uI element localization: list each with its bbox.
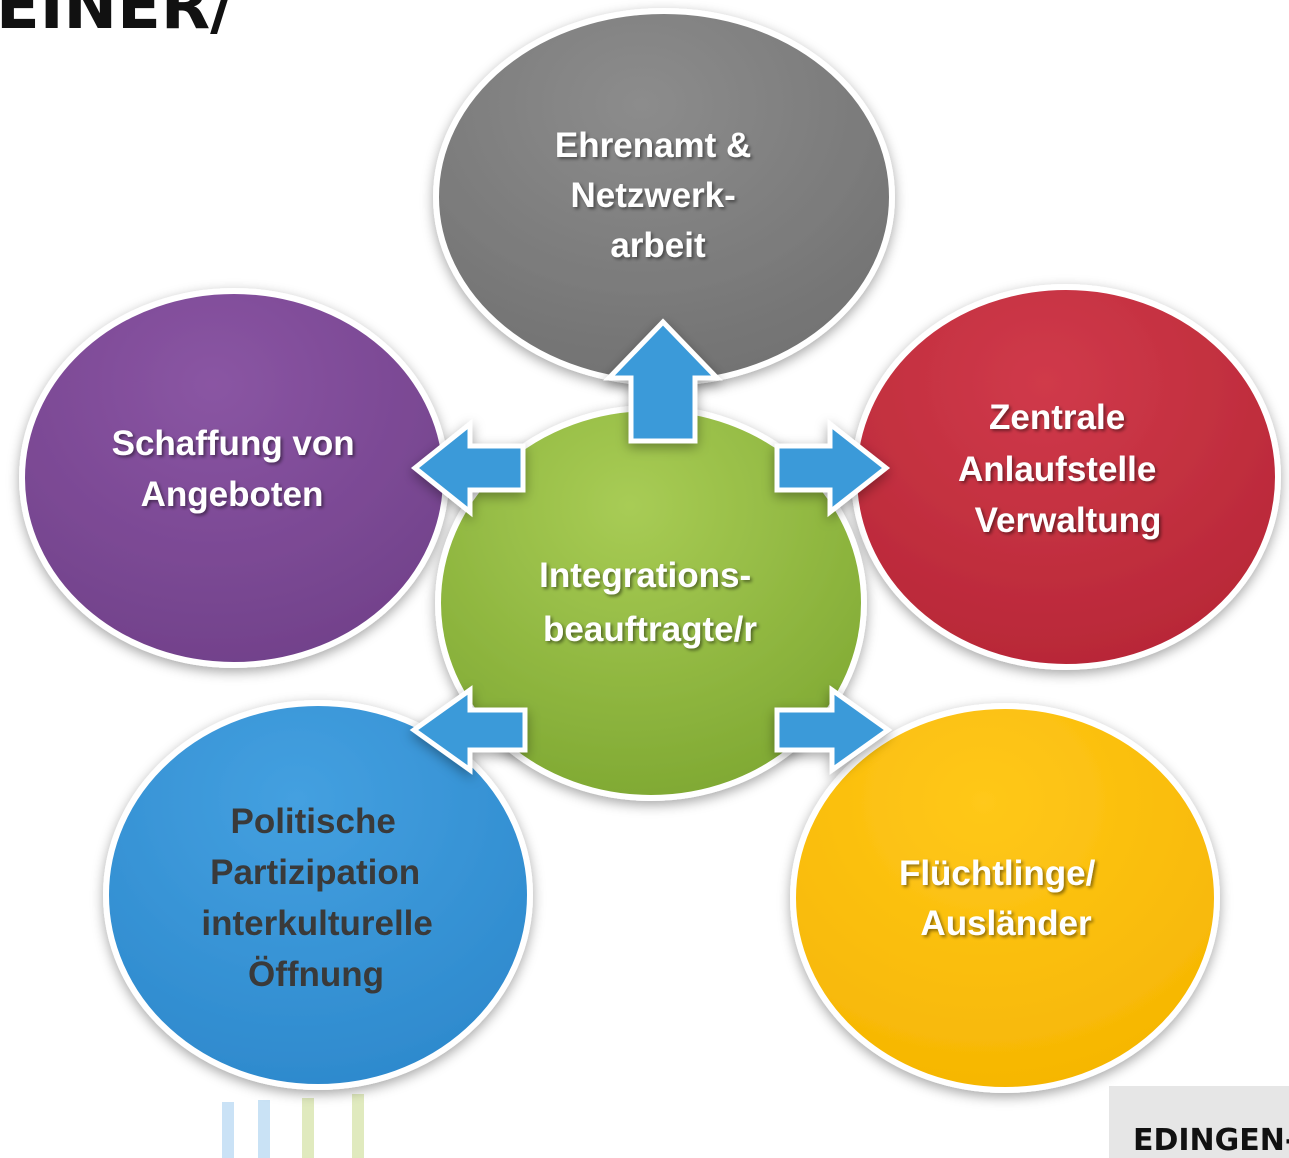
node-politische-line-4: Öffnung [248, 955, 384, 994]
node-fluechtlinge-line-1: Flüchtlinge/ [899, 854, 1096, 893]
node-center-line-2: beauftragte/r [543, 610, 757, 649]
node-ehrenamt-line-2: Netzwerk- [570, 176, 735, 215]
decorative-stripes [222, 1094, 364, 1158]
node-fluechtlinge-line-2: Ausländer [920, 904, 1092, 943]
node-politische-label: Politische Partizipation interkulturelle… [201, 802, 442, 994]
arrow-left-icon [410, 418, 526, 518]
node-zentrale: Zentrale Anlaufstelle Verwaltung [851, 284, 1281, 670]
node-zentrale-line-3: Verwaltung [975, 501, 1162, 540]
footer-tag-box [1109, 1086, 1289, 1158]
node-center-label: Integrations- beauftragte/r [539, 556, 761, 649]
node-zentrale-label: Zentrale Anlaufstelle Verwaltung [958, 398, 1166, 540]
node-politische: Politische Partizipation interkulturelle… [103, 700, 533, 1090]
node-ehrenamt-line-3: arbeit [610, 226, 706, 265]
arrows [409, 318, 893, 775]
node-ehrenamt-line-1: Ehrenamt & [555, 126, 751, 165]
arrow-lower-right-icon [774, 685, 893, 775]
arrow-up-icon [603, 318, 723, 444]
node-politische-line-2: Partizipation [210, 853, 420, 892]
node-schaffung-label: Schaffung von Angeboten [112, 424, 365, 514]
node-center-line-1: Integrations- [539, 556, 751, 595]
arrow-right-upper-icon [774, 418, 891, 518]
header-title-fragment: EINER/ [0, 0, 234, 44]
node-zentrale-line-1: Zentrale [989, 398, 1125, 437]
node-schaffung-line-1: Schaffung von [112, 424, 355, 463]
node-zentrale-line-2: Anlaufstelle [958, 450, 1156, 489]
node-schaffung-line-2: Angeboten [141, 475, 324, 514]
node-schaffung: Schaffung von Angeboten [19, 288, 449, 668]
node-ehrenamt: Ehrenamt & Netzwerk- arbeit [433, 8, 895, 386]
node-politische-line-1: Politische [230, 802, 395, 841]
footer-tag-text: EDINGEN-N [1133, 1123, 1289, 1158]
node-ehrenamt-label: Ehrenamt & Netzwerk- arbeit [555, 126, 761, 265]
node-fluechtlinge-label: Flüchtlinge/ Ausländer [899, 854, 1105, 943]
node-politische-line-3: interkulturelle [201, 904, 432, 943]
arrow-lower-left-icon [409, 685, 528, 775]
node-fluechtlinge: Flüchtlinge/ Ausländer [790, 703, 1220, 1093]
